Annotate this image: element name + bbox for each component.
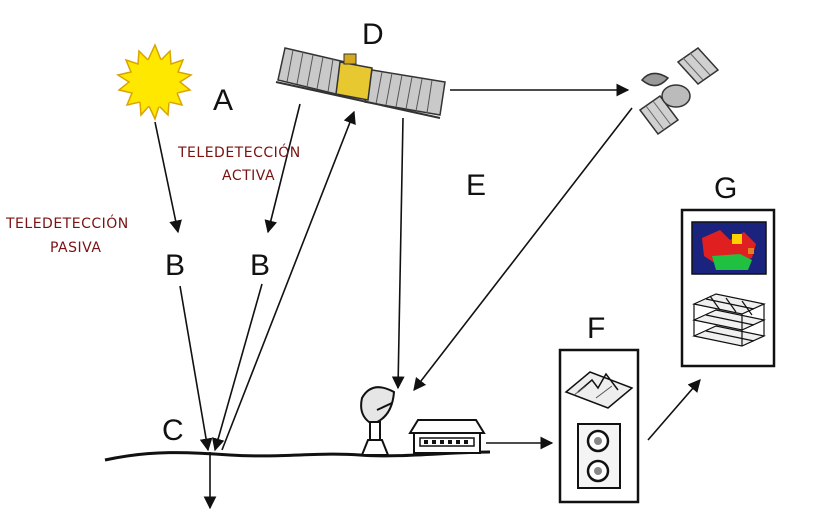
arrow-c-to-satellite bbox=[221, 110, 356, 451]
label-c: C bbox=[162, 414, 184, 447]
relay-satellite-icon bbox=[638, 47, 720, 136]
terrain-3d-icon bbox=[564, 371, 634, 409]
processing-panel-icon bbox=[558, 348, 640, 504]
dish-antenna-icon bbox=[360, 386, 396, 456]
arrow-relay-to-dish bbox=[413, 107, 633, 392]
output-panel bbox=[680, 208, 776, 368]
arrow-b-to-c-passive bbox=[179, 285, 213, 452]
arrow-sun-to-b bbox=[154, 121, 182, 234]
note-active-line2: ACTIVA bbox=[222, 168, 275, 184]
note-active-line1: TELEDETECCIÓN bbox=[177, 143, 301, 161]
arrows bbox=[154, 83, 701, 510]
label-f: F bbox=[587, 312, 605, 345]
arrow-satellite-to-dish bbox=[391, 117, 405, 390]
ground-station-icon bbox=[408, 419, 486, 454]
label-b-active: B bbox=[250, 249, 270, 282]
label-g: G bbox=[714, 172, 737, 205]
grid-model-icon bbox=[692, 293, 766, 347]
label-b-passive: B bbox=[165, 249, 185, 282]
arrow-satellite-to-b bbox=[264, 103, 301, 234]
satellite-icon bbox=[275, 47, 446, 119]
sun-icon bbox=[116, 43, 193, 122]
note-passive-line2: PASIVA bbox=[50, 240, 101, 256]
arrow-b-to-c-active bbox=[211, 283, 263, 452]
label-d: D bbox=[362, 18, 384, 51]
label-e: E bbox=[466, 169, 486, 202]
classified-map-icon bbox=[691, 221, 767, 275]
note-passive-line1: TELEDETECCIÓN bbox=[5, 214, 129, 232]
ground-line bbox=[104, 450, 491, 462]
label-a: A bbox=[213, 84, 233, 117]
arrow-f-to-g bbox=[647, 379, 701, 441]
